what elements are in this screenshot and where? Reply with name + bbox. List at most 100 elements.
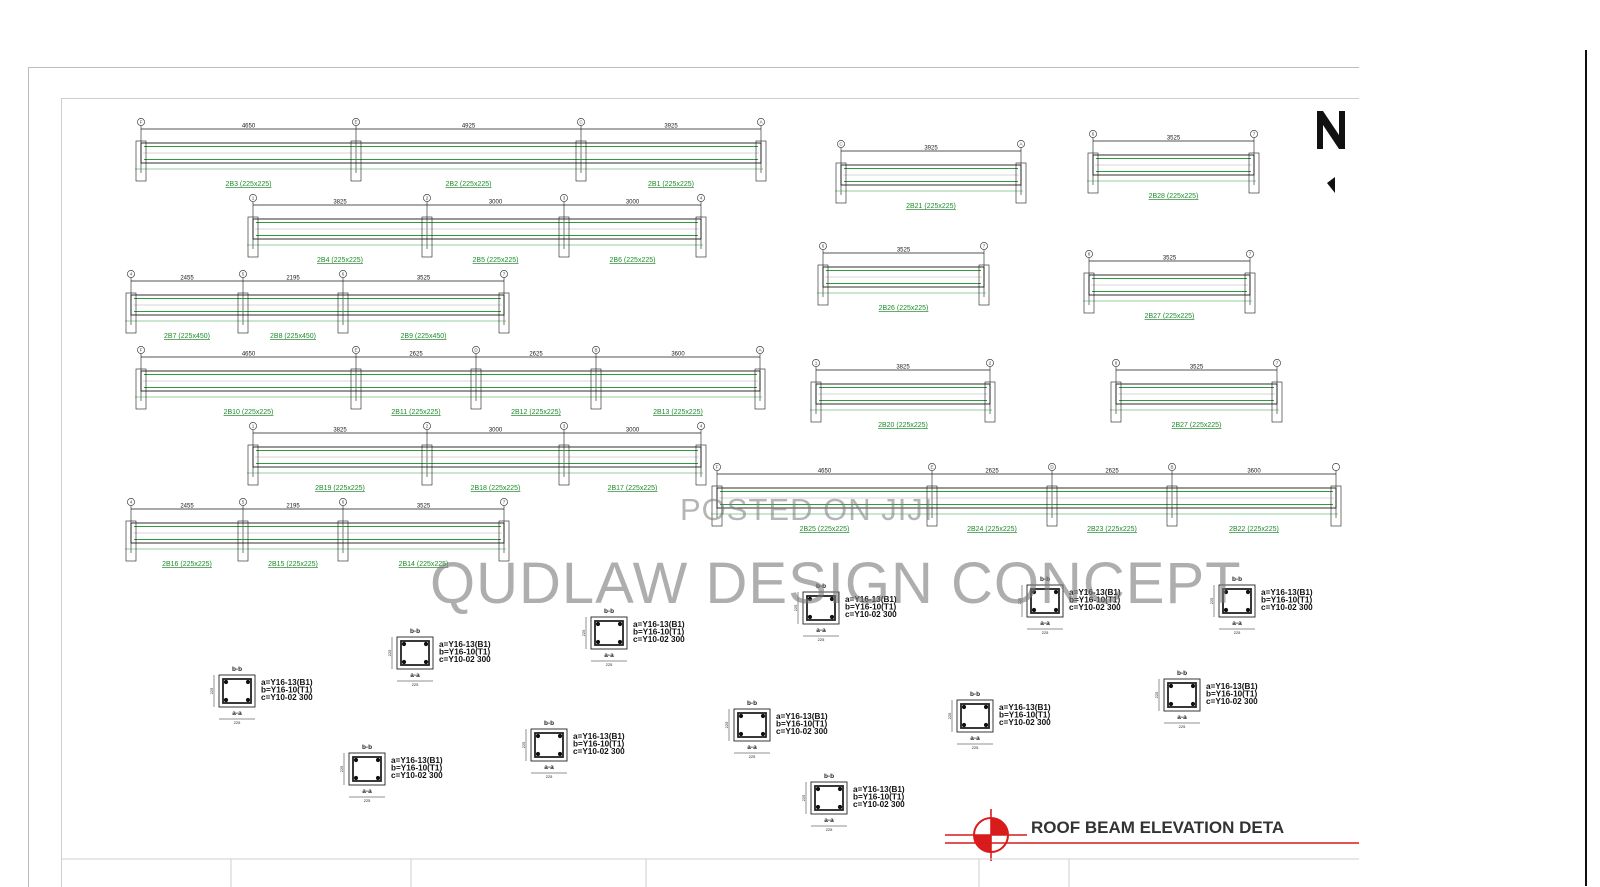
- rebar-dot: [983, 704, 989, 710]
- span-dimension: 2625: [409, 352, 423, 358]
- section-rebar-spec: c=Y10-02 300: [999, 718, 1051, 727]
- column-stub: [350, 368, 362, 410]
- column-stub: [755, 140, 767, 182]
- section-stirrup: [534, 732, 564, 758]
- grid-bubble: [1332, 463, 1340, 471]
- title-symbol-icon: [945, 809, 1027, 861]
- grid-bubble: [1112, 359, 1120, 367]
- rebar-dot: [1223, 607, 1229, 613]
- height-dim-label: 225: [209, 687, 214, 694]
- section-top-label: b-b: [232, 666, 242, 673]
- column-stub: [135, 368, 147, 410]
- beam-sections: b-b225a-a225a=Y16-13(B1)b=Y16-10(T1)c=Y1…: [209, 576, 1313, 832]
- span-dimension: 3525: [1163, 256, 1177, 262]
- span-dimension: 3525: [417, 276, 431, 282]
- grid-bubble: [1085, 250, 1093, 258]
- span-dimension: 3825: [896, 365, 910, 371]
- column-stub: [1271, 381, 1283, 423]
- column-stub: [237, 520, 249, 562]
- section-top-label: b-b: [1232, 576, 1242, 583]
- beam-outline: [252, 446, 702, 468]
- beam-section: b-b225a-a225a=Y16-13(B1)b=Y16-10(T1)c=Y1…: [801, 773, 905, 832]
- width-dim-label: 225: [749, 754, 756, 759]
- column-stub: [421, 444, 433, 486]
- beam-outline: [1092, 154, 1255, 176]
- column-stub: [498, 520, 510, 562]
- span-dimension: 3000: [626, 200, 640, 206]
- grid-bubble-label: 7: [1253, 132, 1256, 137]
- rebar-dot: [815, 804, 821, 810]
- span-dimension: 2455: [180, 504, 194, 510]
- section-rebar-spec: b=Y16-10(T1): [261, 686, 312, 695]
- grid-bubble-label: E: [354, 120, 357, 125]
- section-top-label: b-b: [1040, 576, 1050, 583]
- grid-bubble: [127, 270, 135, 278]
- column-stub: [247, 444, 259, 486]
- grid-bubble: [500, 498, 508, 506]
- grid-bubble-label: 4: [700, 424, 703, 429]
- span-dimension: 2455: [180, 276, 194, 282]
- grid-bubble-label: 1: [815, 361, 818, 366]
- rebar-dot: [535, 733, 541, 739]
- width-dim-label: 225: [546, 774, 553, 779]
- grid-bubble-label: 6: [1115, 361, 1118, 366]
- grid-bubble-label: 2: [426, 196, 429, 201]
- grid-bubble: [697, 194, 705, 202]
- section-rebar-spec: b=Y16-10(T1): [1206, 690, 1257, 699]
- grid-bubble: [472, 346, 480, 354]
- column-stub: [1015, 162, 1027, 204]
- grid-bubble-label: 7: [503, 500, 506, 505]
- column-stub: [1110, 381, 1122, 423]
- beam-label: 2B16 (225x225): [162, 561, 212, 568]
- beam-label: 2B7 (225x450): [164, 333, 210, 340]
- grid-bubble-label: B: [1170, 465, 1173, 470]
- width-dim-label: 225: [412, 682, 419, 687]
- column-stub: [1244, 272, 1256, 314]
- beam-section: b-b225a-a225a=Y16-13(B1)b=Y16-10(T1)c=Y1…: [724, 700, 828, 759]
- grid-bubble-label: F: [716, 465, 719, 470]
- grid-bubble: [812, 359, 820, 367]
- grid-bubble-label: 4: [700, 196, 703, 201]
- beam-label: 2B24 (225x225): [967, 526, 1017, 533]
- section-rebar-spec: c=Y10-02 300: [845, 610, 897, 619]
- grid-bubble-label: 6: [1092, 132, 1095, 137]
- grid-bubble: [339, 498, 347, 506]
- grid-bubble: [1017, 140, 1025, 148]
- grid-bubble-label: E: [354, 348, 357, 353]
- width-dim-label: 225: [1042, 630, 1049, 635]
- span-dimension: 3600: [1247, 469, 1261, 475]
- watermark-company: QUDLAW DESIGN CONCEPT: [430, 551, 1242, 616]
- rebar-dot: [401, 641, 407, 647]
- beam-label: 2B28 (225x225): [1149, 193, 1199, 200]
- rebar-dot: [1245, 607, 1251, 613]
- rebar-dot: [223, 679, 229, 685]
- grid-bubble-label: 7: [503, 272, 506, 277]
- column-stub: [754, 368, 766, 410]
- rebar-dot: [807, 596, 813, 602]
- column-stub: [835, 162, 847, 204]
- grid-bubble: [1246, 250, 1254, 258]
- span-dimension: 2625: [985, 469, 999, 475]
- column-stub: [125, 520, 137, 562]
- column-stub: [817, 264, 829, 306]
- section-top-label: b-b: [410, 628, 420, 635]
- beam-label: 2B6 (225x225): [610, 257, 656, 264]
- section-rebar-spec: a=Y16-13(B1): [1261, 588, 1313, 597]
- section-rebar-spec: c=Y10-02 300: [261, 693, 313, 702]
- rebar-dot: [1031, 589, 1037, 595]
- span-dimension: 3825: [333, 200, 347, 206]
- grid-bubble-label: 6: [822, 244, 825, 249]
- north-arrow-fragment: [1317, 111, 1345, 193]
- column-stub: [1083, 272, 1095, 314]
- beam-label: 2B10 (225x225): [224, 409, 274, 416]
- grid-bubble: [592, 346, 600, 354]
- section-rebar-spec: b=Y16-10(T1): [633, 628, 684, 637]
- rebar-dot: [401, 659, 407, 665]
- column-stub: [695, 444, 707, 486]
- height-dim-label: 225: [1154, 691, 1159, 698]
- beam-label: 2B5 (225x225): [473, 257, 519, 264]
- grid-bubble: [819, 242, 827, 250]
